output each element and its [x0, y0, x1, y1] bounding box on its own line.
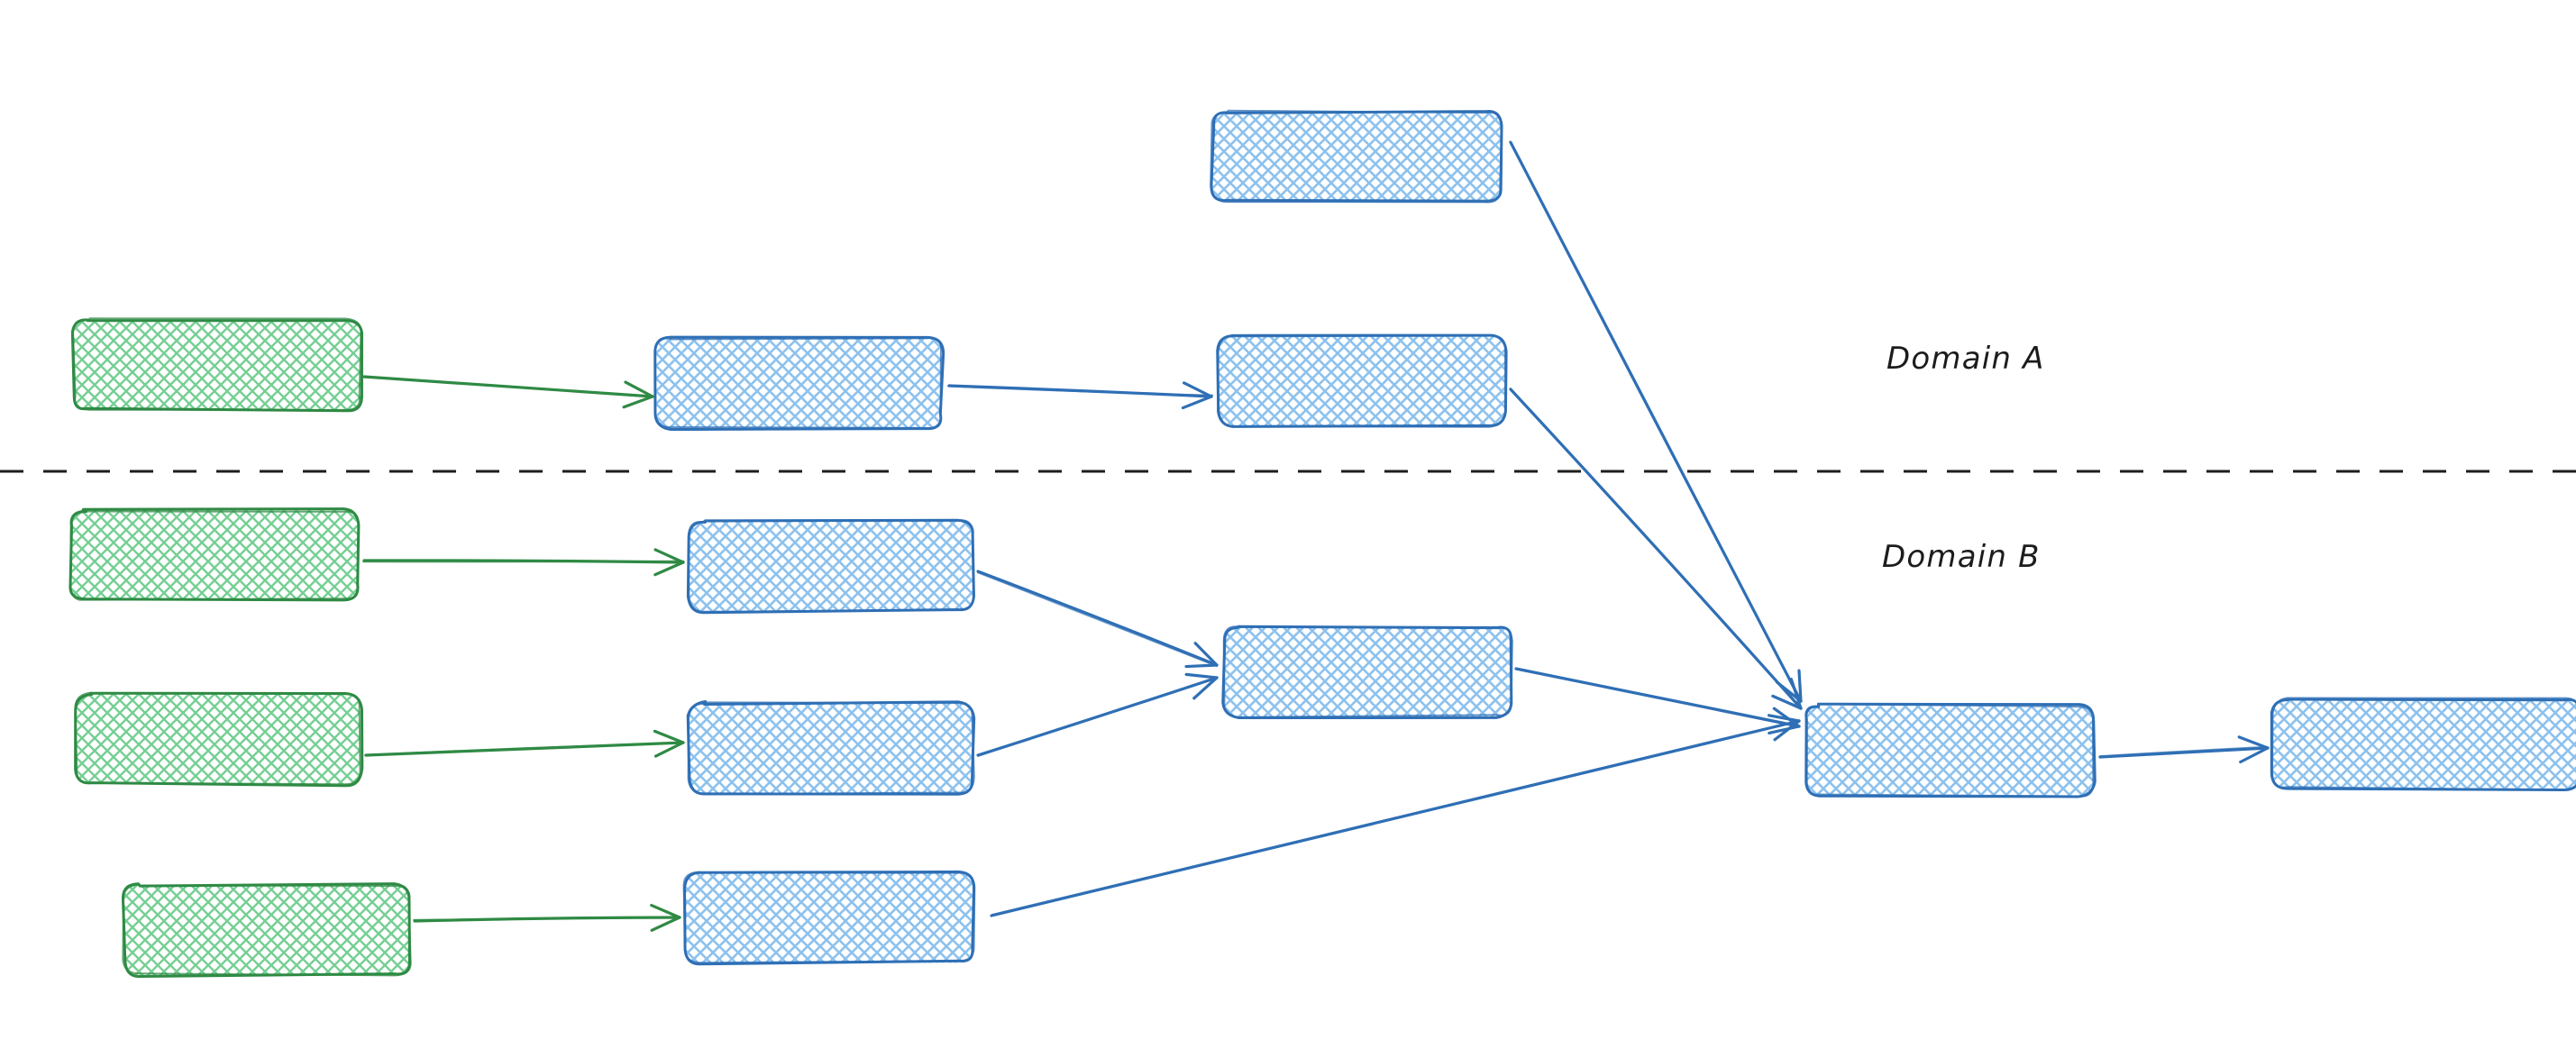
- node-fill: [1211, 111, 1502, 203]
- node-b-aggregate[interactable]: [1804, 702, 2096, 798]
- node-outline: [1210, 109, 1503, 204]
- edge-arrowhead: [624, 380, 654, 398]
- edge-arrowhead: [622, 395, 654, 409]
- edge-e-bp1-to-merge[interactable]: [976, 570, 1219, 669]
- edge-arrowhead: [1767, 714, 1801, 723]
- node-fill: [123, 884, 410, 976]
- node-outline: [653, 335, 943, 430]
- node-fill: [655, 337, 943, 428]
- edge-line: [2098, 746, 2270, 759]
- node-a-process[interactable]: [653, 335, 945, 432]
- node-outline: [1804, 703, 2095, 798]
- node-b-process-3[interactable]: [682, 870, 976, 966]
- edges-group: [362, 141, 2270, 932]
- edge-arrowhead: [1184, 663, 1219, 669]
- edge-arrowhead: [653, 729, 685, 744]
- node-outline: [682, 871, 976, 964]
- node-fill: [689, 520, 973, 612]
- edge-arrowhead: [1789, 678, 1803, 710]
- edge-arrowhead: [1193, 642, 1219, 667]
- edge-arrowhead: [1184, 672, 1219, 680]
- edge-e-aggregate-to-sink[interactable]: [2098, 735, 2270, 764]
- edge-arrowhead: [650, 903, 681, 919]
- edge-arrowhead: [1797, 669, 1803, 703]
- edge-line: [976, 570, 1219, 667]
- edge-arrowhead: [650, 916, 681, 932]
- node-b-source-1[interactable]: [69, 507, 361, 602]
- edge-line: [977, 571, 1218, 668]
- node-b-process-2[interactable]: [686, 700, 976, 796]
- edge-e-b3-source-to-process[interactable]: [413, 903, 681, 932]
- node-outline: [687, 519, 975, 613]
- node-fill: [77, 693, 361, 785]
- node-fill: [689, 702, 974, 794]
- node-b-source-2[interactable]: [74, 691, 364, 788]
- node-outline: [1222, 625, 1513, 718]
- edge-line: [991, 719, 1799, 916]
- edge-line: [413, 917, 680, 921]
- node-b-source-3[interactable]: [121, 882, 412, 978]
- node-outline: [69, 509, 360, 601]
- edge-line: [977, 677, 1217, 757]
- edge-line: [364, 742, 684, 756]
- edge-e-bp3-to-aggregate[interactable]: [990, 714, 1801, 917]
- edge-line: [2099, 745, 2269, 757]
- node-outline: [72, 317, 362, 411]
- edge-arrowhead: [2239, 746, 2270, 764]
- edge-line: [1514, 668, 1800, 726]
- node-fill: [69, 510, 360, 600]
- node-fill: [1804, 705, 2094, 796]
- edge-arrowhead: [653, 741, 685, 758]
- edge-e-b1-source-to-process[interactable]: [362, 548, 685, 577]
- edge-line: [1509, 141, 1803, 703]
- edge-e-bp2-to-merge[interactable]: [976, 672, 1219, 757]
- edge-e-a-process-to-output[interactable]: [946, 381, 1214, 410]
- node-outline: [122, 883, 412, 977]
- edge-arrowhead: [653, 548, 685, 564]
- edge-arrowhead: [2237, 735, 2270, 750]
- node-outline: [2271, 697, 2576, 791]
- edge-arrowhead: [1771, 694, 1803, 710]
- edge-arrowhead: [1768, 725, 1801, 734]
- edge-line: [1509, 388, 1802, 708]
- edge-e-b2-source-to-process[interactable]: [364, 729, 685, 758]
- node-a-output[interactable]: [1216, 333, 1508, 428]
- node-b-process-1[interactable]: [686, 518, 975, 615]
- edge-e-a-source-to-process[interactable]: [362, 375, 654, 409]
- edge-line: [946, 385, 1214, 397]
- node-outline: [74, 691, 361, 786]
- node-b-sink[interactable]: [2270, 697, 2576, 792]
- edge-arrowhead: [653, 561, 685, 577]
- edge-arrowhead: [1772, 707, 1801, 728]
- edge-line: [362, 560, 685, 563]
- node-fill: [685, 871, 974, 963]
- edge-e-a-top-to-merge[interactable]: [1509, 141, 1803, 703]
- edge-e-a-output-to-merge[interactable]: [1509, 388, 1803, 710]
- node-a-source[interactable]: [70, 317, 363, 413]
- node-fill: [1222, 625, 1512, 717]
- nodes-group: [69, 109, 2576, 978]
- node-a-top[interactable]: [1210, 109, 1503, 204]
- edge-arrowhead: [1182, 381, 1213, 398]
- edge-arrowhead: [1181, 395, 1213, 410]
- label-domain-a: Domain A: [1886, 341, 2045, 377]
- node-fill: [1218, 335, 1506, 427]
- edge-arrowhead: [1192, 676, 1219, 700]
- edge-e-merge-to-aggregate[interactable]: [1514, 667, 1801, 734]
- edge-line: [363, 376, 653, 398]
- node-fill: [2273, 698, 2576, 789]
- label-domain-b: Domain B: [1882, 539, 2041, 575]
- node-b-merge[interactable]: [1221, 625, 1513, 719]
- node-outline: [1217, 334, 1507, 428]
- node-outline: [687, 701, 975, 796]
- node-fill: [73, 318, 361, 411]
